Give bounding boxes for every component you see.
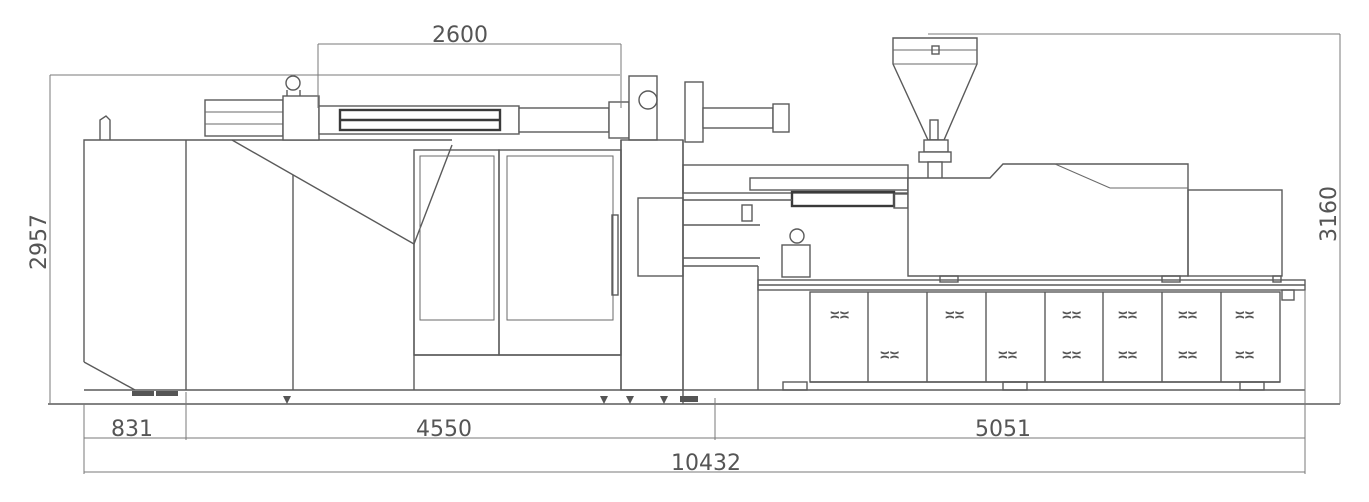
dim-label-2957: 2957 [27, 214, 52, 270]
dim-label-3160: 3160 [1317, 186, 1342, 242]
dim-label-831: 831 [111, 417, 153, 442]
vent-grille: ≍≍ [1235, 305, 1254, 324]
dimension-right-3160: 3160 [928, 33, 1342, 404]
dim-label-10432: 10432 [671, 451, 741, 476]
vent-grille: ≍≍ [830, 305, 849, 324]
vent-grille: ≍≍ [1178, 345, 1197, 364]
vent-grille: ≍≍ [1062, 305, 1081, 324]
vent-grilles: ≍≍ ≍≍ ≍≍ ≍≍ ≍≍ ≍≍ ≍≍ ≍≍ ≍≍ ≍≍ ≍≍ ≍≍ [830, 305, 1254, 364]
safety-doors [413, 140, 622, 390]
vent-grille: ≍≍ [1118, 345, 1137, 364]
vent-grille: ≍≍ [880, 345, 899, 364]
dimension-top-2600: 2600 [317, 23, 622, 108]
vent-grille: ≍≍ [1178, 305, 1197, 324]
dim-label-4550: 4550 [416, 417, 472, 442]
base-frame [48, 389, 1340, 405]
injection-barrel [682, 164, 909, 278]
dimension-left-2957: 2957 [27, 74, 620, 404]
vent-grille: ≍≍ [945, 305, 964, 324]
clamping-unit-guard [83, 115, 453, 391]
clamp-cylinders [204, 75, 790, 143]
vent-grille: ≍≍ [1062, 345, 1081, 364]
hopper [892, 37, 978, 181]
dim-label-2600: 2600 [432, 23, 488, 48]
leveling-feet [132, 391, 698, 404]
injection-housing [907, 163, 1283, 283]
vent-grille: ≍≍ [998, 345, 1017, 364]
fixed-platen [620, 139, 684, 404]
dimension-bottom-segments: 831 4550 5051 [83, 290, 1306, 474]
injection-base-cabinet [683, 265, 1306, 391]
dimension-total-10432: 10432 [84, 451, 1305, 476]
dim-label-5051: 5051 [975, 417, 1031, 442]
vent-grille: ≍≍ [1118, 305, 1137, 324]
vent-grille: ≍≍ [1235, 345, 1254, 364]
